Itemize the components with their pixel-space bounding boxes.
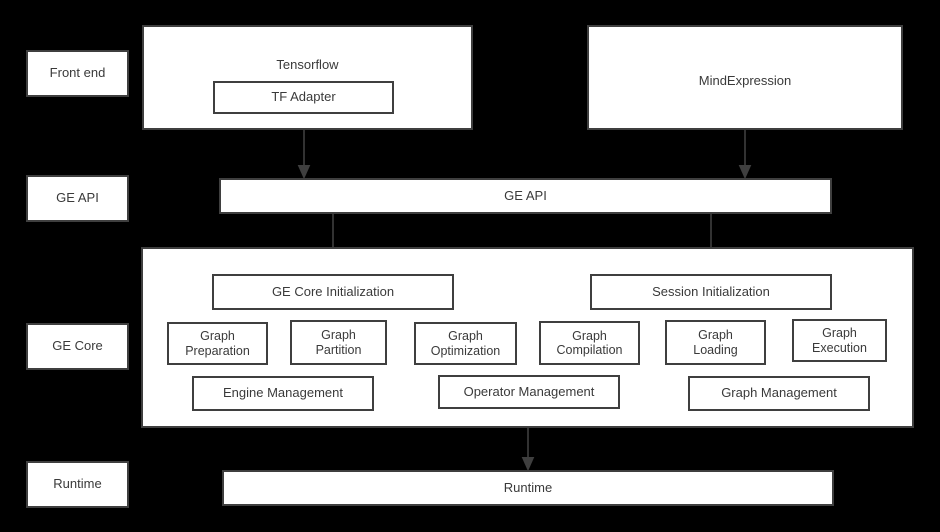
graph-partition-box[interactable]: Graph Partition: [290, 320, 387, 365]
graph-compilation-box[interactable]: Graph Compilation: [539, 321, 640, 365]
ge-api-bar[interactable]: GE API: [219, 178, 832, 214]
graph-preparation-box[interactable]: Graph Preparation: [167, 322, 268, 365]
layer-label-front-end: Front end: [26, 50, 129, 97]
layer-label-runtime: Runtime: [26, 461, 129, 508]
operator-management-box[interactable]: Operator Management: [438, 375, 620, 409]
graph-management-box[interactable]: Graph Management: [688, 376, 870, 411]
mindexpression-title: MindExpression: [698, 73, 792, 88]
graph-optimization-box[interactable]: Graph Optimization: [414, 322, 517, 365]
tensorflow-title: Tensorflow: [276, 57, 339, 72]
tf-adapter-box[interactable]: TF Adapter: [213, 81, 394, 114]
graph-loading-box[interactable]: Graph Loading: [665, 320, 766, 365]
graph-execution-box[interactable]: Graph Execution: [792, 319, 887, 362]
runtime-bar[interactable]: Runtime: [222, 470, 834, 506]
frontend-tensorflow-container: Tensorflow: [142, 25, 473, 130]
frontend-mindexpression-container: MindExpression: [587, 25, 903, 130]
layer-label-ge-api: GE API: [26, 175, 129, 222]
ge-core-initialization-box[interactable]: GE Core Initialization: [212, 274, 454, 310]
engine-management-box[interactable]: Engine Management: [192, 376, 374, 411]
layer-label-ge-core: GE Core: [26, 323, 129, 370]
session-initialization-box[interactable]: Session Initialization: [590, 274, 832, 310]
